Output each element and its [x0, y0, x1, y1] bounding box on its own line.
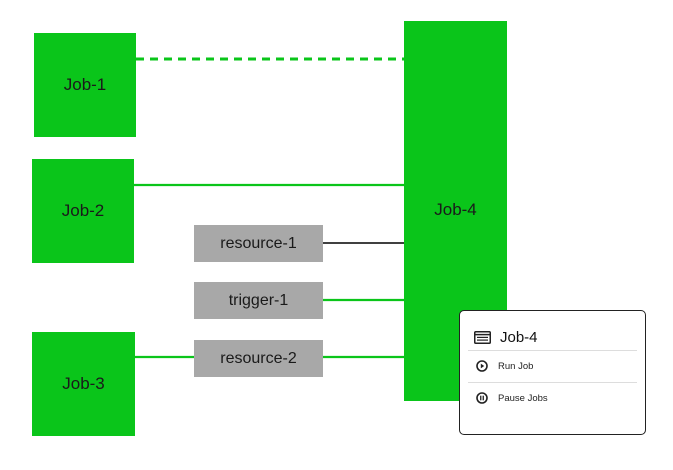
job-node-label: Job-2: [61, 201, 105, 220]
trigger-node-label: trigger-1: [228, 291, 289, 309]
job-node-label: Job-4: [434, 200, 477, 219]
resource-node-resource-1[interactable]: resource-1: [194, 225, 323, 262]
job-node-label: Job-3: [62, 374, 105, 393]
resource-node-resource-2[interactable]: resource-2: [194, 340, 323, 377]
trigger-node-trigger-1[interactable]: trigger-1: [194, 282, 323, 319]
context-menu-title: Job-4: [500, 328, 538, 346]
job-node-job-1[interactable]: Job-1: [34, 33, 136, 137]
resource-node-label: resource-2: [220, 349, 297, 367]
list-icon: [474, 330, 491, 344]
context-menu-header: Job-4: [474, 324, 637, 350]
menu-divider: [468, 382, 637, 383]
job-node-job-2[interactable]: Job-2: [32, 159, 134, 263]
pause-jobs-menu-item[interactable]: Pause Jobs: [468, 384, 637, 412]
pause-jobs-label: Pause Jobs: [498, 392, 548, 404]
resource-node-label: resource-1: [220, 234, 297, 252]
job-context-menu: Job-4 Run Job Pause Jobs: [459, 310, 646, 435]
pause-circle-icon: [476, 392, 488, 404]
edges-layer: [134, 57, 404, 359]
run-job-label: Run Job: [498, 360, 534, 372]
run-job-menu-item[interactable]: Run Job: [468, 352, 637, 380]
play-circle-icon: [476, 360, 488, 372]
menu-divider: [468, 350, 637, 351]
job-node-label: Job-1: [63, 75, 107, 94]
job-node-job-3[interactable]: Job-3: [32, 332, 135, 436]
